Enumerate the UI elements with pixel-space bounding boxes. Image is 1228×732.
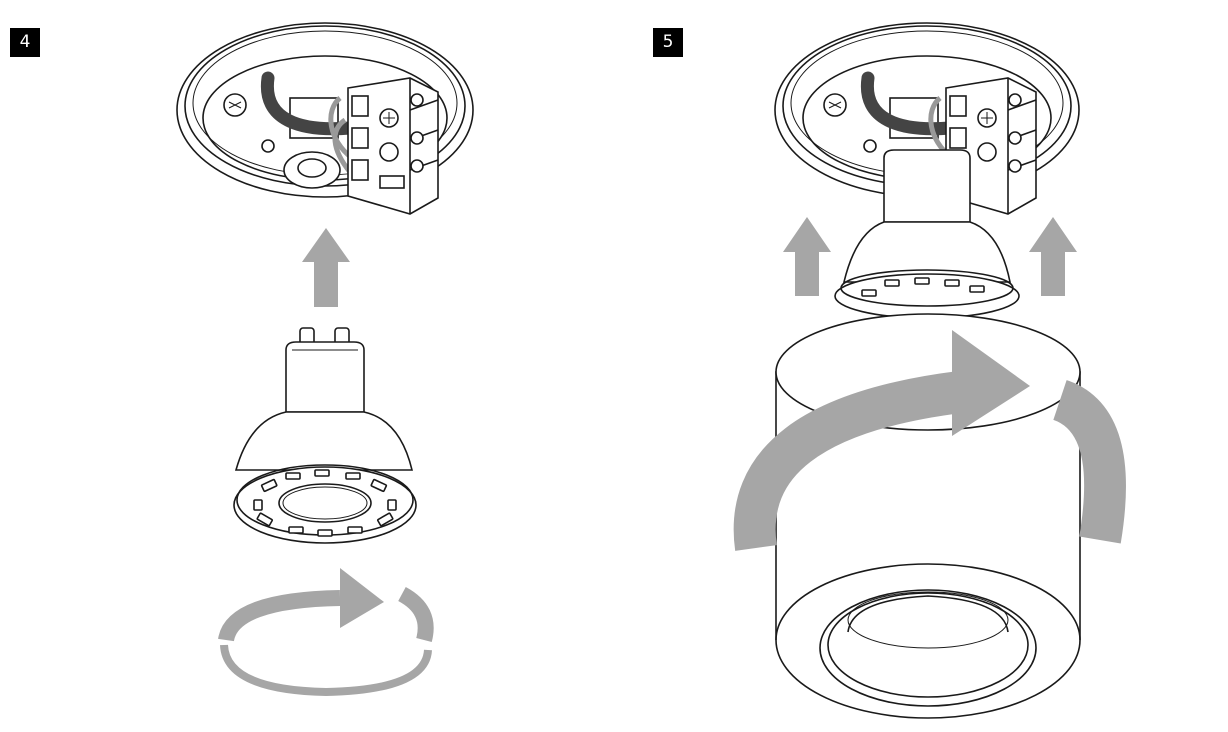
up-arrow-icon [783,217,831,296]
up-arrow-icon [1029,217,1077,296]
cylinder-shade [775,313,1081,719]
gu10-bulb [233,327,417,544]
step-4-badge: 4 [10,28,40,57]
rotate-clockwise-icon [733,330,1126,551]
terminal-block [347,77,439,215]
step-4-illustration [176,22,474,697]
rotate-clockwise-icon [218,568,434,697]
step-5-badge: 5 [653,28,683,57]
up-arrow-icon [302,228,350,307]
supply-wires [260,71,357,174]
step-5-illustration [733,22,1126,719]
installed-bulb [834,149,1020,319]
